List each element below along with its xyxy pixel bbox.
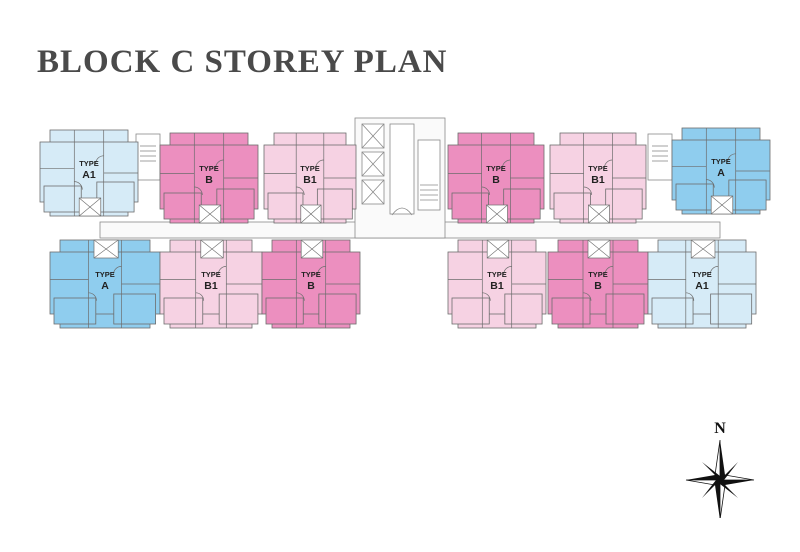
unit-code-label: B1 (204, 280, 218, 292)
unit-type-label: TYPE (588, 270, 608, 279)
unit-code-label: A (101, 280, 109, 292)
unit-type-label: TYPE (79, 159, 99, 168)
unit-type-label: TYPE (711, 157, 731, 166)
unit-code-label: A1 (82, 169, 96, 181)
unit-type-label: TYPE (486, 164, 506, 173)
unit-code-label: A (717, 167, 725, 179)
unit-code-label: B (492, 174, 500, 186)
units-layer: TYPEA1TYPEBTYPEB1TYPEBTYPEB1TYPEATYPEATY… (39, 127, 771, 329)
unit-type-label: TYPE (588, 164, 608, 173)
page-title: BLOCK C STOREY PLAN (37, 44, 448, 80)
unit-code-label: B1 (490, 280, 504, 292)
unit-code-label: A1 (695, 280, 709, 292)
unit-type-label: TYPE (300, 164, 320, 173)
unit-type-label: TYPE (301, 270, 321, 279)
stair-east (647, 133, 673, 181)
unit-type-label: TYPE (95, 270, 115, 279)
stair-west (135, 133, 161, 181)
unit-type-label: TYPE (692, 270, 712, 279)
unit-code-label: B1 (591, 174, 605, 186)
unit-type-label: TYPE (487, 270, 507, 279)
compass-rose-icon (685, 439, 755, 518)
unit-code-label: B (594, 280, 602, 292)
unit-type-label: TYPE (199, 164, 219, 173)
compass-north-label: N (714, 420, 726, 437)
unit-code-label: B1 (303, 174, 317, 186)
unit-type-label: TYPE (201, 270, 221, 279)
unit-code-label: B (205, 174, 213, 186)
unit-code-label: B (307, 280, 315, 292)
lift-core (361, 123, 441, 216)
